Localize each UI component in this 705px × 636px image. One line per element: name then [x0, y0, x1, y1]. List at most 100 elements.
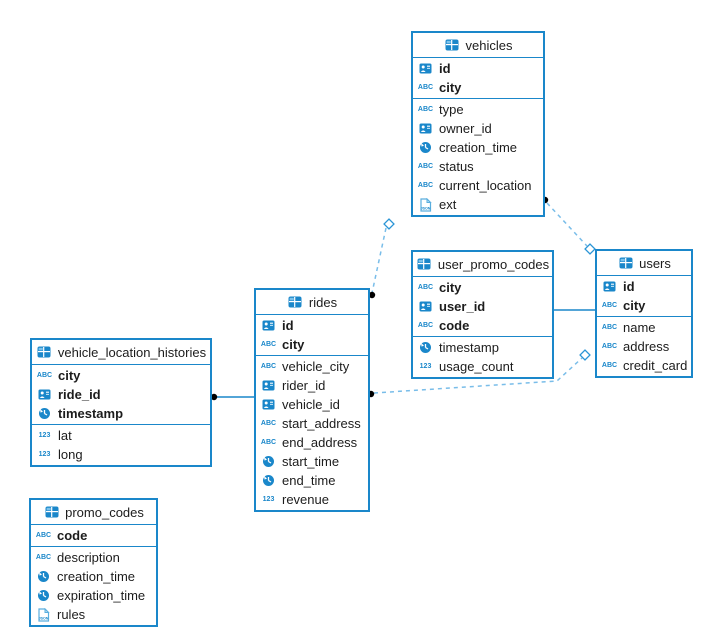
- id-badge-icon: [260, 398, 277, 412]
- abc-text-type-icon: ABC: [36, 372, 53, 379]
- column-name: creation_time: [57, 569, 136, 584]
- relationship-line[interactable]: [546, 202, 588, 247]
- abc-text-type-icon: ABC: [601, 302, 618, 309]
- column-name: creation_time: [439, 140, 518, 155]
- column-name: city: [439, 80, 462, 95]
- column-name: vehicle_city: [282, 359, 350, 374]
- relationship-vehicles-to-rides[interactable]: [368, 218, 395, 299]
- table-title: vehicle_location_histories: [57, 344, 207, 360]
- abc-text-type-icon: ABC: [417, 182, 434, 189]
- abc-text-type-icon: ABC: [260, 420, 277, 427]
- relationship-dot-endpoint: [368, 291, 376, 299]
- svg-text:JSON: JSON: [421, 206, 431, 210]
- column-name: name: [623, 320, 656, 335]
- column-row-creation_time: creation_time: [413, 138, 543, 157]
- column-row-end_address: ABC end_address: [256, 433, 368, 452]
- column-name: end_time: [282, 473, 336, 488]
- table-header-rides[interactable]: rides: [256, 290, 368, 315]
- id-badge-icon: [260, 379, 277, 393]
- column-name: end_address: [282, 435, 358, 450]
- abc-text-type-icon: ABC: [35, 532, 52, 539]
- table-icon: [43, 505, 60, 519]
- column-name: expiration_time: [57, 588, 146, 603]
- id-badge-icon: [36, 388, 53, 402]
- table-icon: [444, 38, 461, 52]
- column-name: long: [58, 447, 83, 462]
- table-header-user_promo_codes[interactable]: user_promo_codes: [413, 252, 552, 277]
- table-title: users: [639, 255, 671, 271]
- column-row-current_location: ABC current_location: [413, 176, 543, 195]
- abc-text-type-icon: ABC: [260, 341, 277, 348]
- id-badge-icon: [417, 122, 434, 136]
- column-name: owner_id: [439, 121, 492, 136]
- column-name: current_location: [439, 178, 532, 193]
- 123-number-type-icon: 123: [419, 363, 432, 370]
- column-name: start_time: [282, 454, 340, 469]
- 123-number-type-icon: 123: [262, 496, 275, 503]
- column-name: id: [282, 318, 294, 333]
- table-header-users[interactable]: users: [597, 251, 691, 276]
- column-name: id: [623, 279, 635, 294]
- column-name: status: [439, 159, 474, 174]
- svg-text:JSON: JSON: [39, 616, 49, 620]
- id-badge-icon: [601, 280, 618, 294]
- column-name: rules: [57, 607, 86, 622]
- column-name: code: [57, 528, 88, 543]
- column-row-revenue: 123 revenue: [256, 490, 368, 509]
- relationship-diamond-endpoint: [584, 243, 596, 255]
- table-title: promo_codes: [65, 504, 144, 520]
- column-row-id: id: [597, 277, 691, 296]
- abc-text-type-icon: ABC: [417, 284, 434, 291]
- abc-text-type-icon: ABC: [417, 106, 434, 113]
- column-row-id: id: [256, 316, 368, 335]
- clock-timestamp-icon: [417, 341, 434, 355]
- clock-timestamp-icon: [35, 589, 52, 603]
- column-row-status: ABC status: [413, 157, 543, 176]
- clock-timestamp-icon: [417, 141, 434, 155]
- abc-text-type-icon: ABC: [417, 322, 434, 329]
- relationship-vehicle_location_histories-to-rides[interactable]: [210, 393, 254, 401]
- table-icon: [287, 295, 304, 309]
- column-name: type: [439, 102, 464, 117]
- table-header-promo_codes[interactable]: promo_codes: [31, 500, 156, 525]
- column-row-rules: JSON rules: [31, 605, 156, 624]
- column-name: id: [439, 61, 451, 76]
- relationship-diamond-endpoint: [579, 349, 591, 361]
- table-title: vehicles: [465, 37, 513, 53]
- relationship-vehicles-to-users[interactable]: [541, 196, 596, 255]
- column-row-rider_id: rider_id: [256, 376, 368, 395]
- table-title: rides: [308, 294, 338, 310]
- table-header-vehicle_location_histories[interactable]: vehicle_location_histories: [32, 340, 210, 365]
- abc-text-type-icon: ABC: [417, 163, 434, 170]
- relationship-line[interactable]: [371, 227, 387, 294]
- column-name: rider_id: [282, 378, 326, 393]
- abc-text-type-icon: ABC: [601, 324, 618, 331]
- abc-text-type-icon: ABC: [260, 439, 277, 446]
- abc-text-type-icon: ABC: [260, 363, 277, 370]
- column-row-user_id: user_id: [413, 297, 552, 316]
- abc-text-type-icon: ABC: [601, 362, 618, 369]
- table-header-vehicles[interactable]: vehicles: [413, 33, 543, 58]
- column-row-code: ABC code: [31, 526, 156, 545]
- column-name: revenue: [282, 492, 329, 507]
